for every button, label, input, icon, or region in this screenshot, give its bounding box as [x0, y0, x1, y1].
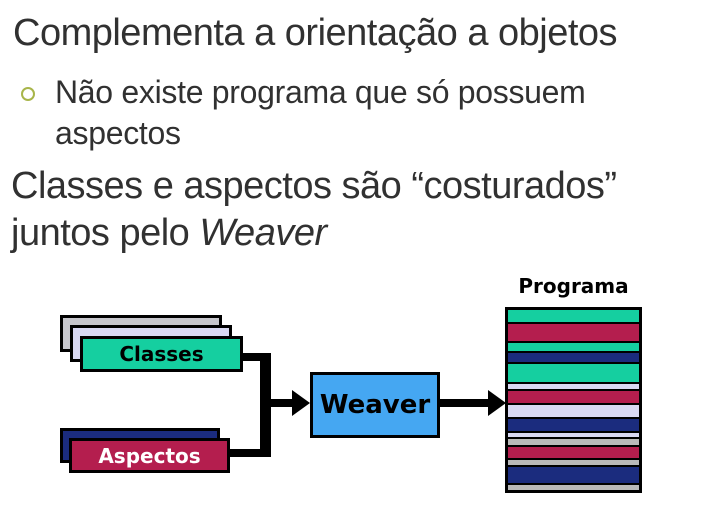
- programa-stripe-navy: [508, 418, 639, 431]
- programa-stripe-gray: [508, 460, 639, 466]
- programa-stripe-teal: [508, 310, 639, 322]
- classes-card: Classes: [80, 336, 243, 372]
- programa-stack: [505, 307, 642, 493]
- arrow-to-weaver-shaft: [266, 399, 294, 407]
- statement-plain: Classes e aspectos são “costurados” junt…: [11, 165, 617, 254]
- aspectos-card-label: Aspectos: [98, 443, 201, 468]
- programa-stripe-gray: [508, 438, 639, 445]
- connector-from-aspectos: [230, 449, 268, 457]
- bullet-text: Não existe programa que só possuem aspec…: [55, 74, 586, 151]
- connector-from-classes: [242, 353, 268, 361]
- programa-stripe-navy: [508, 352, 639, 363]
- programa-stripe-teal: [508, 364, 639, 383]
- programa-stripe-gray: [508, 485, 639, 491]
- programa-label: Programa: [518, 274, 629, 298]
- programa-stripe-lavender: [508, 432, 639, 437]
- bullet-item: Não existe programa que só possuem aspec…: [21, 72, 661, 154]
- statement-text: Classes e aspectos são “costurados” junt…: [11, 163, 709, 257]
- programa-stripe-crimson: [508, 446, 639, 459]
- arrow-to-weaver-head-icon: [292, 390, 310, 416]
- programa-stripe-lavender: [508, 404, 639, 417]
- connector-vertical: [260, 353, 271, 457]
- slide-title: Complementa a orientação a objetos: [13, 12, 618, 54]
- circle-bullet-icon: [21, 87, 35, 101]
- arrow-to-programa-head-icon: [488, 390, 506, 416]
- arrow-to-programa-shaft: [440, 399, 490, 407]
- programa-stripe-teal: [508, 342, 639, 351]
- classes-card-label: Classes: [119, 342, 204, 366]
- statement-emphasis: Weaver: [199, 212, 327, 254]
- aspectos-card: Aspectos: [69, 438, 230, 473]
- programa-stripe-crimson: [508, 391, 639, 403]
- programa-stripe-crimson: [508, 323, 639, 341]
- weaver-box: Weaver: [310, 372, 440, 438]
- programa-stripe-navy: [508, 467, 639, 484]
- programa-stripe-lavender: [508, 384, 639, 390]
- weaver-box-label: Weaver: [319, 390, 431, 420]
